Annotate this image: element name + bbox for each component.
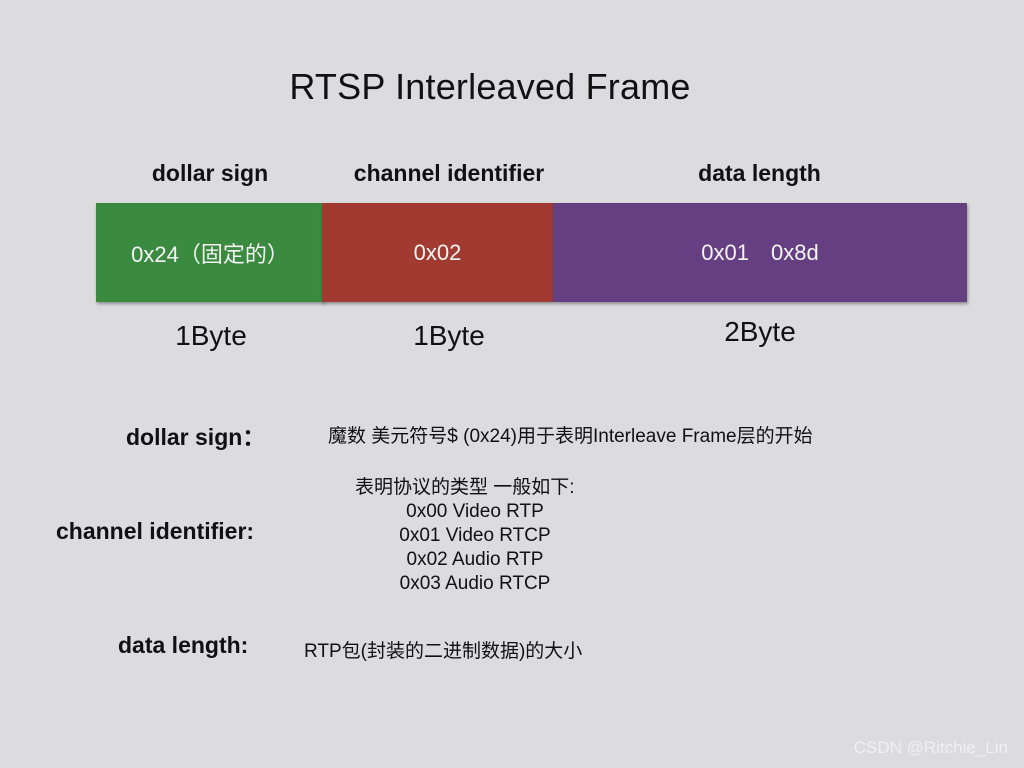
- desc-text-dollar-sign: 魔数 美元符号$ (0x24)用于表明Interleave Frame层的开始: [328, 426, 813, 447]
- frame-box-value: 0x24（固定的）: [131, 241, 289, 267]
- frame-box-value: 0x02: [413, 239, 462, 265]
- field-header-dollar-sign: dollar sign: [151, 160, 269, 186]
- watermark: CSDN @Ritchie_Lin: [853, 738, 1008, 757]
- diagram-title: RTSP Interleaved Frame: [289, 66, 691, 107]
- frame-box-data-length: 0x01 0x8d: [553, 203, 967, 302]
- frame-box-value: 0x01: [701, 239, 749, 265]
- field-header-channel-identifier: channel identifier: [353, 160, 545, 186]
- field-header-data-length: data length: [698, 160, 821, 186]
- channel-identifier-item: 0x02 Audio RTP: [406, 549, 544, 570]
- desc-label-data-length: data length:: [118, 632, 249, 658]
- channel-identifier-intro: 表明协议的类型 一般如下:: [355, 477, 575, 498]
- channel-identifier-item: 0x01 Video RTCP: [399, 525, 551, 546]
- frame-box-value-2: 0x8d: [771, 239, 819, 265]
- size-label-dollar-sign: 1Byte: [175, 320, 247, 351]
- channel-identifier-item: 0x03 Audio RTCP: [399, 573, 551, 594]
- desc-text-data-length: RTP包(封装的二进制数据)的大小: [304, 641, 583, 662]
- frame-box-channel-identifier: 0x02: [322, 203, 553, 302]
- size-label-data-length: 2Byte: [724, 316, 796, 347]
- desc-label-dollar-sign: dollar sign：: [126, 424, 266, 450]
- channel-identifier-item: 0x00 Video RTP: [406, 501, 544, 522]
- desc-label-channel-identifier: channel identifier:: [56, 518, 255, 544]
- size-label-channel-identifier: 1Byte: [413, 320, 485, 351]
- frame-box-dollar-sign: 0x24（固定的）: [96, 203, 324, 302]
- channel-identifier-list: 表明协议的类型 一般如下: 0x00 Video RTP 0x01 Video …: [340, 476, 610, 596]
